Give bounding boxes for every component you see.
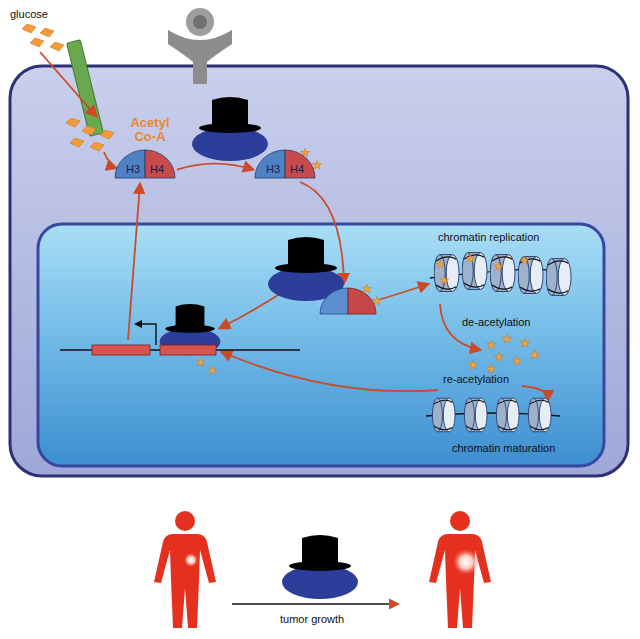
annotation-label: chromatin maturation xyxy=(452,442,555,455)
histone-label: H3 xyxy=(266,164,280,175)
histone-label: H4 xyxy=(150,164,164,175)
annotation-label: glucose xyxy=(10,8,48,21)
histone-outline xyxy=(255,150,285,178)
histone-outline xyxy=(145,150,175,178)
annotation-label: de-acetylation xyxy=(462,316,531,329)
histone-half: H3 xyxy=(255,150,285,178)
flow-arrow xyxy=(177,164,253,170)
histone-half: H3 xyxy=(115,150,145,178)
histone-label: H3 xyxy=(126,164,140,175)
histone-label: H4 xyxy=(290,164,304,175)
annotation-label: Acetyl Co-A xyxy=(122,116,178,145)
histone-half: H4 xyxy=(145,150,175,178)
histone-outline xyxy=(115,150,145,178)
histone-outline xyxy=(285,150,315,178)
histone-half: H4 xyxy=(285,150,315,178)
annotation-label: chromatin replication xyxy=(438,231,540,244)
annotation-label: re-acetylation xyxy=(443,373,509,386)
annotation-label: tumor growth xyxy=(280,613,344,626)
